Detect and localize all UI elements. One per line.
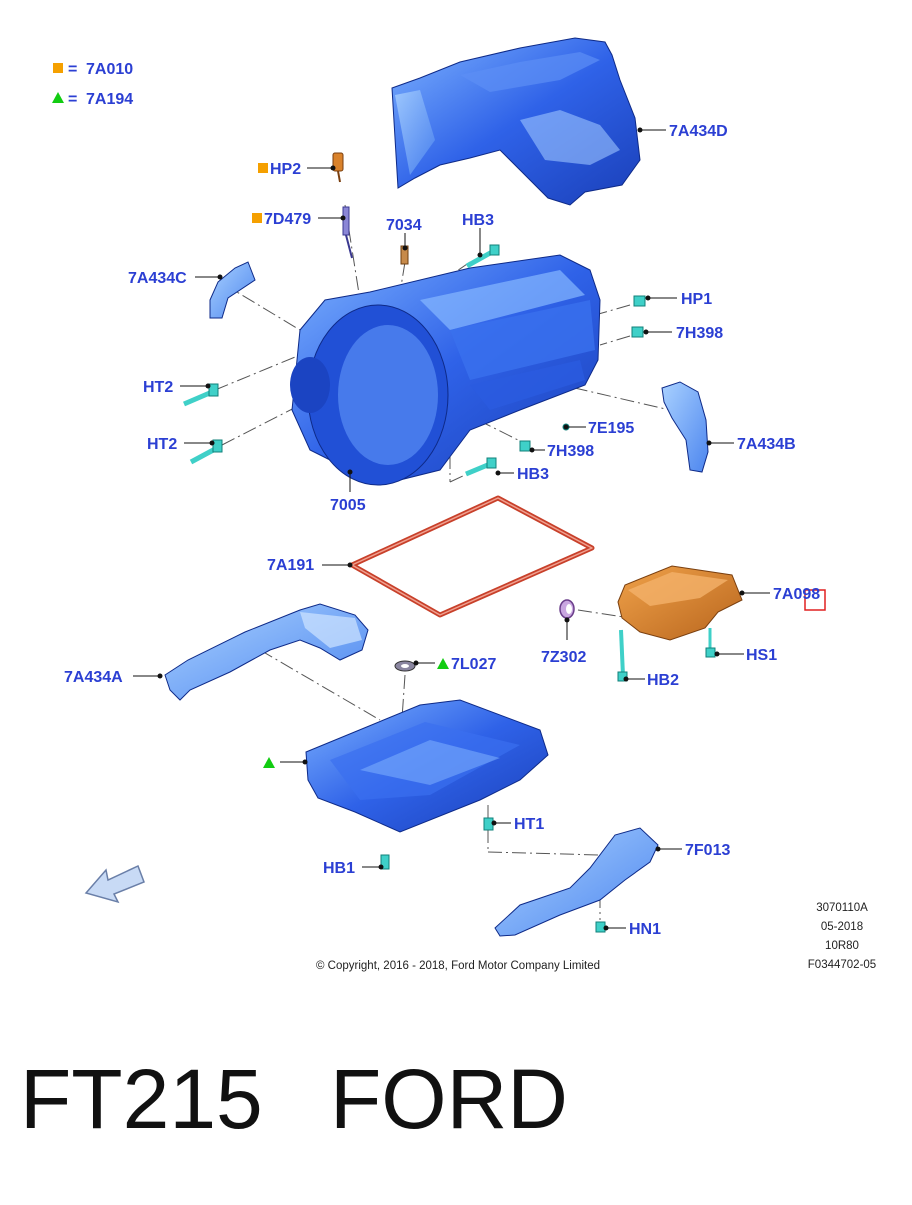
label-7a434c: 7A434C [128,270,187,287]
label-7a098: 7A098 [773,586,820,603]
bolt-hb3-lower [465,457,497,477]
sensor-hp2 [332,152,344,183]
heat-shield-7a434d [391,37,641,206]
info-line-1: 3070110A [816,902,868,914]
label-hb2: HB2 [647,672,679,689]
fasteners [183,244,716,933]
label-7f013: 7F013 [685,842,730,859]
label-hn1: HN1 [629,921,661,938]
bolt-ht1 [483,817,494,831]
info-line-4: F0344702-05 [808,959,876,971]
label-hb3-lower: HB3 [517,466,549,483]
oil-pan [305,699,549,833]
label-hs1: HS1 [746,647,777,664]
bolt-hb1 [380,854,390,870]
footer-code: FT215 [20,1052,263,1146]
bolt-hs1 [705,628,716,658]
label-7a191: 7A191 [267,557,314,574]
callout-labels: HP2 7D479 7034 HB3 7A434D 7A434C HP1 7H3… [64,123,820,938]
label-hp2: HP2 [270,161,301,178]
seal-7l027 [394,660,416,672]
orientation-arrow-icon [84,864,145,904]
drawing-info-block: 3070110A 05-2018 10R80 F0344702-05 [808,902,876,971]
legend-equals: = [68,61,77,78]
hp2-square-marker [258,163,268,173]
legend: = 7A010 = 7A194 [52,61,133,108]
label-7a434b: 7A434B [737,436,796,453]
copyright-notice: © Copyright, 2016 - 2018, Ford Motor Com… [316,960,600,972]
7l027-triangle-marker [437,658,449,669]
bolt-hn1 [595,921,606,933]
info-line-2: 05-2018 [821,921,863,933]
label-7h398-right: 7H398 [676,325,723,342]
transmission-case-7005 [290,254,601,486]
label-ht1: HT1 [514,816,544,833]
highlight-marker [804,589,826,611]
label-7d479: 7D479 [264,211,311,228]
label-7l027: 7L027 [451,656,496,673]
footer-brand: FORD [330,1052,568,1146]
gasket-7a191 [349,495,595,618]
bolt-hp1 [633,295,646,307]
label-7a434a: 7A434A [64,669,123,686]
label-hb3-top: HB3 [462,212,494,229]
legend-triangle-code: 7A194 [86,91,133,108]
legend-square-icon [53,63,63,73]
label-hb1: HB1 [323,860,355,877]
bolt-hb2 [617,629,628,682]
label-hp1: HP1 [681,291,712,308]
legend-triangle-icon [52,92,64,103]
label-7z302: 7Z302 [541,649,586,666]
leader-lines [133,127,770,931]
label-ht2-lower: HT2 [147,436,177,453]
heat-shield-7a434a [164,603,369,701]
bracket-7a434b [661,381,709,473]
label-7005: 7005 [330,497,366,514]
legend-equals-2: = [68,91,77,108]
seal-7z302 [559,599,575,619]
bolt-hb3-top [465,244,500,269]
oil-pan-triangle-marker [263,757,275,768]
label-ht2-upper: HT2 [143,379,173,396]
bolt-ht2-upper [183,383,219,407]
legend-square-code: 7A010 [86,61,133,78]
label-7a434d: 7A434D [669,123,728,140]
bolt-ht2-lower [189,439,223,465]
sensor-7d479 [342,206,353,259]
bracket-7a434c [209,261,256,319]
label-7e195: 7E195 [588,420,634,437]
info-line-3: 10R80 [825,940,859,952]
heat-shield-7f013 [494,827,659,937]
label-7034: 7034 [386,217,422,234]
bolt-7h398-lower [519,440,531,452]
7d479-square-marker [252,213,262,223]
bolt-7h398-right [631,326,644,338]
valve-body-7a098 [617,565,743,641]
label-7h398-lower: 7H398 [547,443,594,460]
